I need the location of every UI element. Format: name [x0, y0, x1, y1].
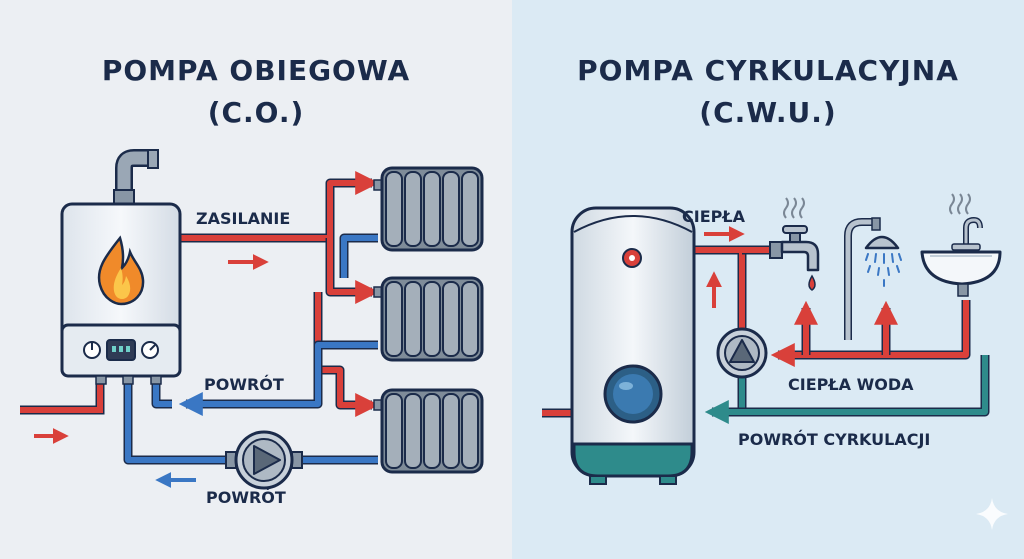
label-hot-water: CIEPŁA WODA [788, 375, 914, 394]
sink-icon [920, 193, 1002, 297]
label-return-bottom: POWRÓT [206, 488, 286, 507]
flame-icon [97, 235, 145, 306]
right-title-line2: (C.W.U.) [699, 96, 836, 129]
radiator-icon [373, 276, 484, 362]
label-hot-short: CIEPŁA [682, 207, 746, 226]
pump-icon [716, 327, 768, 379]
pump-icon [225, 430, 303, 490]
faucet-icon [769, 197, 820, 291]
left-title-line2: (C.O.) [208, 96, 305, 129]
water-tank-icon [570, 206, 696, 485]
inlet-pipe [20, 378, 105, 415]
label-circulation-return: POWRÓT CYRKULACJI [738, 430, 930, 449]
radiator-icon [373, 388, 484, 474]
label-return-top: POWRÓT [204, 375, 284, 394]
shower-icon [844, 217, 902, 340]
radiator-icon [373, 166, 484, 252]
circulation-return-pipe [704, 355, 990, 424]
hot-water-pipes [692, 245, 971, 408]
sparkle-icon [976, 498, 1008, 530]
label-supply: ZASILANIE [196, 209, 290, 228]
left-title-line1: POMPA OBIEGOWA [102, 54, 410, 87]
right-title-line1: POMPA CYRKULACYJNA [577, 54, 959, 87]
return-pipes [123, 233, 378, 465]
supply-pipes [180, 171, 380, 417]
